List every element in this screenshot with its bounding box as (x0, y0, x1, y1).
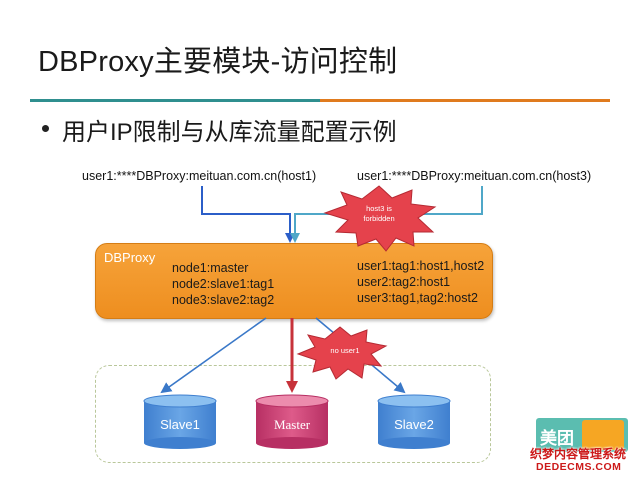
slave2-label: Slave2 (394, 417, 434, 432)
forbidden-label-line: forbidden (363, 214, 395, 223)
host1-connection-arrow (201, 186, 295, 243)
proxy-user-rule: user1:tag1:host1,host2 (357, 259, 485, 273)
watermark-text: 织梦内容管理系统 (530, 447, 627, 461)
watermark-domain: DEDECMS.COM (536, 461, 622, 473)
slave1-label: Slave1 (160, 417, 200, 432)
title-rule-orange (320, 99, 610, 102)
bullet-dot (42, 125, 49, 132)
slave1-database-icon (143, 394, 217, 449)
forbidden-label-line: host3 is (366, 204, 392, 213)
bullet-text: 用户IP限制与从库流量配置示例 (62, 119, 397, 146)
proxy-user-rule: user3:tag1,tag2:host2 (357, 291, 478, 305)
dbproxy-box (95, 243, 493, 319)
meituan-logo-mark (582, 420, 624, 450)
no-user1-label: no user1 (330, 346, 360, 355)
meituan-logo-text: 美团 (540, 429, 574, 448)
proxy-node: node1:master (172, 261, 249, 275)
connection-label-host1: user1:****DBProxy:meituan.com.cn(host1) (82, 169, 317, 183)
proxy-node: node3:slave2:tag2 (172, 293, 275, 307)
proxy-user-rule: user2:tag2:host1 (357, 275, 451, 289)
slave2-database-icon (377, 394, 451, 449)
forbidden-starburst (323, 185, 437, 252)
no-user1-starburst (296, 326, 388, 380)
proxy-to-slave1-arrow (160, 317, 267, 394)
dbproxy-title: DBProxy (104, 250, 156, 265)
master-label: Master (273, 417, 311, 432)
forbidden-label: host3 is forbidden (352, 204, 406, 224)
master-database-icon (255, 394, 329, 449)
title-rule-teal (30, 99, 320, 102)
connection-label-host3: user1:****DBProxy:meituan.com.cn(host3) (357, 169, 592, 183)
proxy-node: node2:slave1:tag1 (172, 277, 275, 291)
slide-title: DBProxy主要模块-访问控制 (38, 46, 398, 78)
